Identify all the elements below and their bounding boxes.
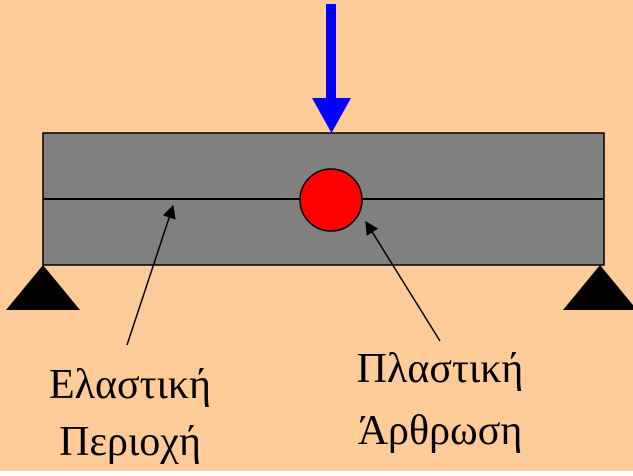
plastic-hinge-label-line1: Πλαστική: [357, 346, 524, 392]
plastic-hinge-leader: [365, 220, 441, 342]
load-arrow-shaft: [326, 4, 336, 98]
plastic-hinge: [299, 168, 363, 232]
elastic-region-label-line2: Περιοχή: [59, 419, 201, 465]
plastic-hinge-label-line2: Άρθρωση: [358, 408, 523, 454]
load-arrow: [312, 4, 351, 133]
left-support: [6, 265, 80, 310]
elastic-region-leader: [126, 204, 176, 346]
elastic-region-label-line1: Ελαστική: [49, 362, 211, 408]
right-support: [563, 265, 633, 310]
load-arrow-head: [312, 98, 351, 133]
